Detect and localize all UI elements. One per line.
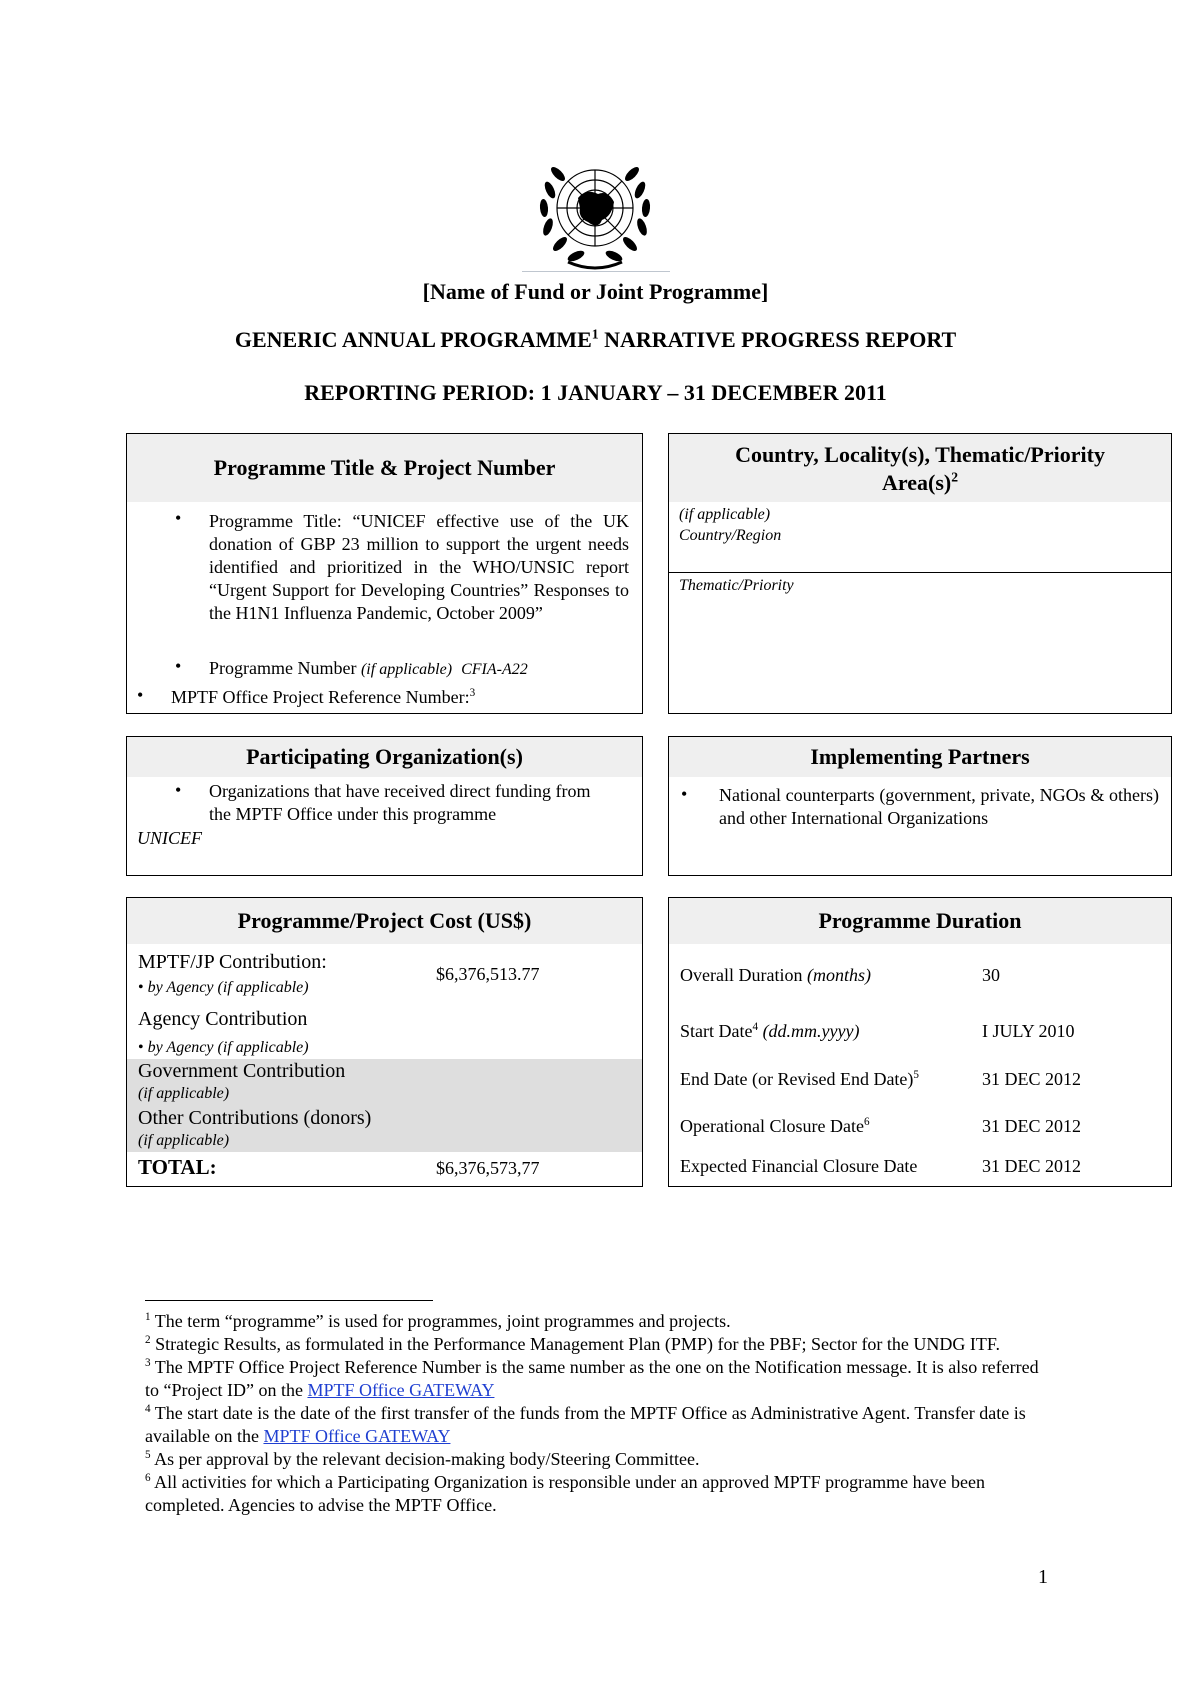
- programme-duration-box: Programme Duration Overall Duration (mon…: [668, 897, 1172, 1187]
- end-date-label: End Date (or Revised End Date)5: [680, 1069, 919, 1089]
- thematic-priority-label: Thematic/Priority: [679, 577, 794, 594]
- footnote-1: 1 The term “programme” is used for progr…: [145, 1311, 731, 1331]
- reporting-period: REPORTING PERIOD: 1 JANUARY – 31 DECEMBE…: [304, 380, 887, 405]
- report-title: GENERIC ANNUAL PROGRAMME1 NARRATIVE PROG…: [234, 326, 957, 352]
- programme-cost-heading: Programme/Project Cost (US$): [127, 898, 642, 944]
- implementing-partners-description: National counterparts (government, priva…: [719, 785, 1159, 828]
- mptf-contribution-value: $6,376,513.77: [436, 964, 540, 984]
- fund-name: [Name of Fund or Joint Programme]: [422, 279, 769, 304]
- page-number: 1: [1038, 1566, 1048, 1588]
- end-date-value: 31 DEC 2012: [982, 1069, 1081, 1089]
- footnote-4: 4 The start date is the date of the firs…: [145, 1403, 1026, 1446]
- bullet-icon: •: [137, 685, 144, 705]
- footnote-separator: [145, 1300, 433, 1301]
- country-if-applicable: (if applicable): [679, 506, 771, 523]
- bullet-icon: •: [681, 784, 688, 804]
- agency-contribution-label: Agency Contribution: [138, 1008, 308, 1030]
- country-region-label: Country/Region: [679, 527, 782, 544]
- un-emblem-logo: [528, 150, 663, 275]
- financial-closure-label: Expected Financial Closure Date: [680, 1156, 918, 1176]
- mptf-gateway-link[interactable]: MPTF Office GATEWAY: [307, 1380, 495, 1400]
- other-contributions-label: Other Contributions (donors): [138, 1107, 372, 1129]
- footnote-2: 2 Strategic Results, as formulated in th…: [145, 1334, 1000, 1354]
- logo-underline: [522, 271, 670, 272]
- total-value: $6,376,573,77: [436, 1158, 540, 1178]
- bullet-icon: •: [175, 656, 182, 676]
- other-contributions-row: Other Contributions (donors) (if applica…: [127, 1105, 642, 1152]
- bullet-icon: •: [175, 780, 182, 800]
- programme-number: Programme Number (if applicable) CFIA-A2…: [209, 658, 528, 678]
- operational-closure-label: Operational Closure Date6: [680, 1116, 870, 1136]
- bullet-icon: •: [175, 508, 182, 528]
- country-box: Country, Locality(s), Thematic/Priority …: [668, 433, 1172, 714]
- participating-org-description: Organizations that have received direct …: [209, 781, 591, 824]
- overall-duration-label: Overall Duration (months): [680, 965, 871, 985]
- government-contribution-row: Government Contribution (if applicable): [127, 1059, 642, 1105]
- participating-org-value: UNICEF: [137, 828, 202, 848]
- start-date-value: I JULY 2010: [982, 1021, 1075, 1041]
- footnote-3: 3 The MPTF Office Project Reference Numb…: [145, 1357, 1039, 1400]
- agency-contribution-sub: • by Agency (if applicable): [138, 1039, 309, 1056]
- footnote-5: 5 As per approval by the relevant decisi…: [145, 1449, 700, 1469]
- start-date-label: Start Date4 (dd.mm.yyyy): [680, 1021, 860, 1041]
- other-contributions-sub: (if applicable): [138, 1132, 230, 1149]
- implementing-partners-heading: Implementing Partners: [669, 737, 1171, 777]
- mptf-contribution-label: MPTF/JP Contribution:: [138, 951, 327, 973]
- mptf-reference-number: MPTF Office Project Reference Number:3: [171, 687, 476, 707]
- total-label: TOTAL:: [138, 1155, 217, 1179]
- footnotes: 1 The term “programme” is used for progr…: [145, 1310, 1045, 1517]
- government-contribution-sub: (if applicable): [138, 1085, 230, 1102]
- operational-closure-value: 31 DEC 2012: [982, 1116, 1081, 1136]
- programme-title-text: Programme Title: “UNICEF effective use o…: [209, 511, 629, 623]
- financial-closure-value: 31 DEC 2012: [982, 1156, 1081, 1176]
- programme-title-heading: Programme Title & Project Number: [127, 434, 642, 502]
- participating-org-box: Participating Organization(s) • Organiza…: [126, 736, 643, 876]
- country-divider: [669, 572, 1171, 573]
- overall-duration-value: 30: [982, 965, 1000, 985]
- footnote-6: 6 All activities for which a Participati…: [145, 1472, 986, 1515]
- implementing-partners-box: Implementing Partners • National counter…: [668, 736, 1172, 876]
- mptf-contribution-sub: • by Agency (if applicable): [138, 979, 309, 996]
- programme-duration-heading: Programme Duration: [669, 898, 1171, 944]
- programme-title-box: Programme Title & Project Number • Progr…: [126, 433, 643, 714]
- government-contribution-label: Government Contribution: [138, 1060, 346, 1082]
- programme-cost-box: Programme/Project Cost (US$) MPTF/JP Con…: [126, 897, 643, 1187]
- mptf-gateway-link[interactable]: MPTF Office GATEWAY: [263, 1426, 451, 1446]
- country-heading: Country, Locality(s), Thematic/Priority …: [669, 434, 1171, 502]
- participating-org-heading: Participating Organization(s): [127, 737, 642, 777]
